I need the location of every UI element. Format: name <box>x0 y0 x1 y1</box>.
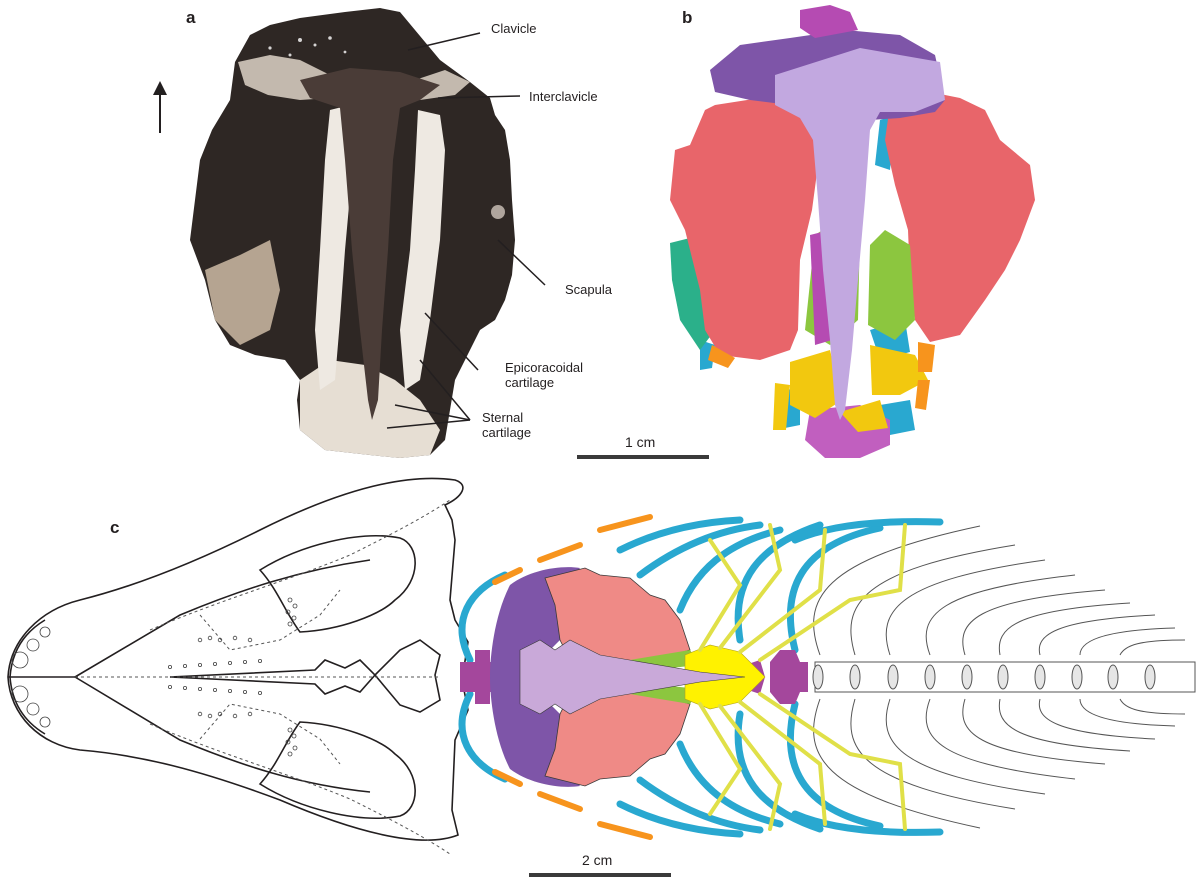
arrow-up-icon <box>153 81 167 133</box>
scale-bar-2cm-label: 2 cm <box>582 852 613 868</box>
scale-bar-1cm-label: 1 cm <box>625 434 656 450</box>
label-clavicle: Clavicle <box>491 21 537 36</box>
label-sternal-cartilage: Sternal cartilage <box>482 410 531 440</box>
label-sternal-line1: Sternal <box>482 410 524 425</box>
label-epicoracoidal-line2: cartilage <box>505 375 555 390</box>
label-epicoracoidal-cartilage: Epicoracoidal cartilage <box>505 360 583 390</box>
leader-lines <box>386 32 546 429</box>
label-sternal-line2: cartilage <box>482 425 532 440</box>
label-epicoracoidal-line1: Epicoracoidal <box>505 360 584 375</box>
panel-letter-b: b <box>682 8 693 27</box>
panel-letter-a: a <box>186 8 196 27</box>
label-interclavicle: Interclavicle <box>529 89 598 104</box>
panel-letter-c: c <box>110 518 120 537</box>
label-scapula: Scapula <box>565 282 612 297</box>
